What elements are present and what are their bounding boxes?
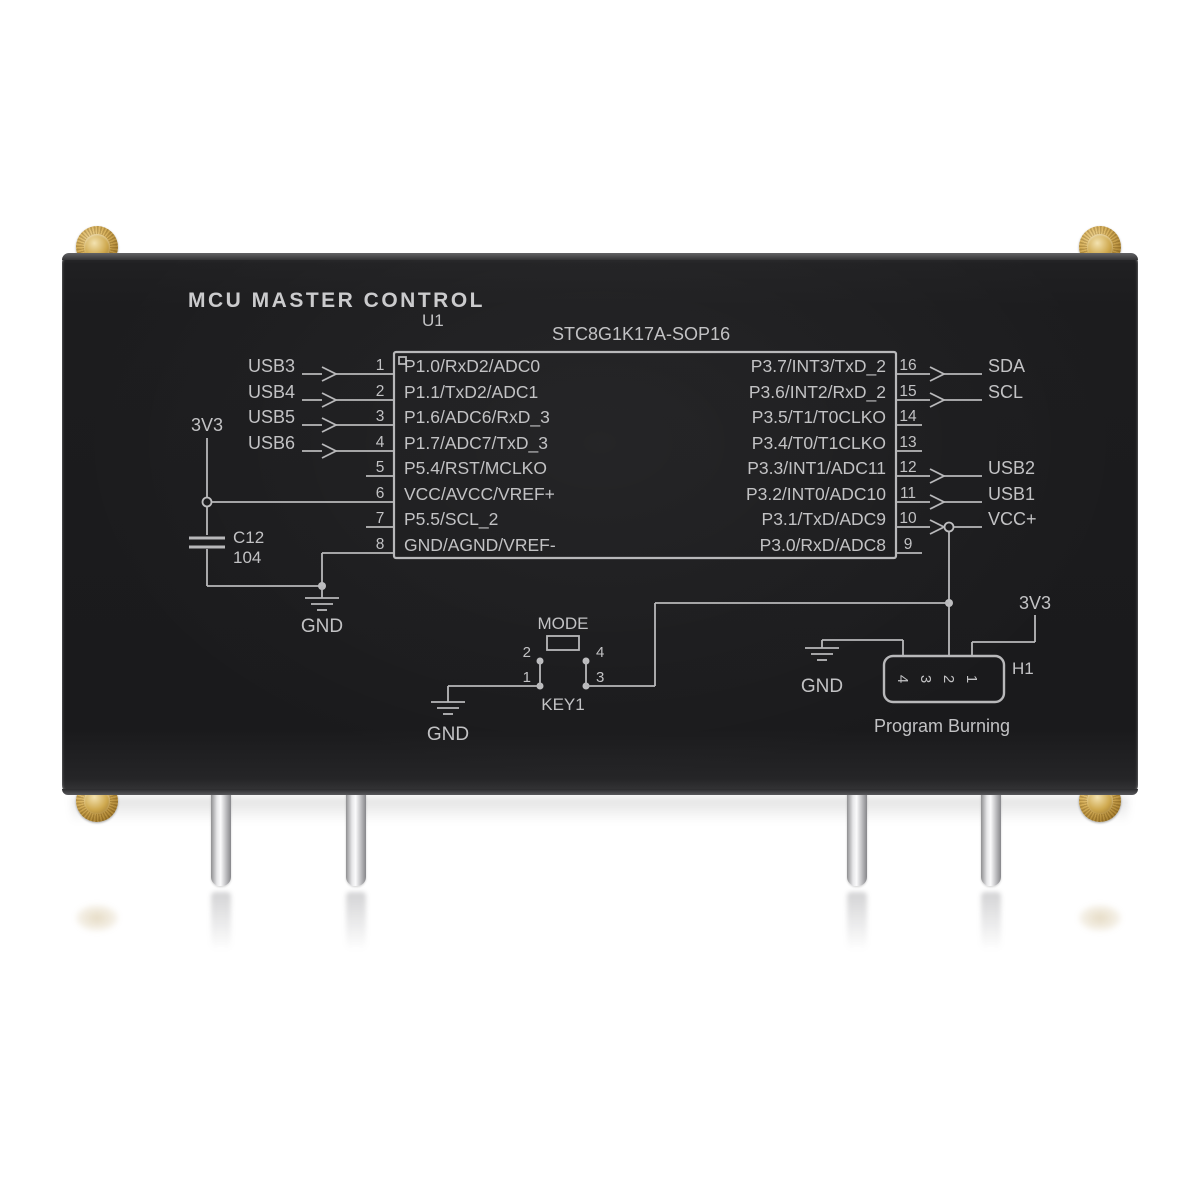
net-label-usb2: USB2 xyxy=(988,458,1035,478)
ic-pin-number: 4 xyxy=(376,434,385,451)
header-traces xyxy=(805,615,1036,704)
pin-reflection xyxy=(847,892,867,950)
right-net-labels: SDA SCL USB2 USB1 VCC+ xyxy=(988,356,1037,529)
screw-top-left xyxy=(76,226,118,268)
ic-pin-number: 5 xyxy=(376,459,385,476)
ic-pin-number: 6 xyxy=(376,485,385,502)
header-pin-4: 4 xyxy=(894,675,911,683)
signal-route xyxy=(654,531,953,686)
board-shadow xyxy=(72,797,1128,823)
ic-right-pin-labels: P3.7/INT3/TxD_2 P3.6/INT2/RxD_2 P3.5/T1/… xyxy=(746,356,886,555)
ic-pin-label: P3.1/TxD/ADC9 xyxy=(762,509,886,529)
module-pin-1 xyxy=(211,790,231,886)
power-cap-branch xyxy=(189,438,394,611)
ic-pin-label: P3.2/INT0/ADC10 xyxy=(746,484,886,504)
ic-left-pin-labels: P1.0/RxD2/ADC0 P1.1/TxD2/ADC1 P1.6/ADC6/… xyxy=(404,356,556,555)
ic-part-number: STC8G1K17A-SOP16 xyxy=(552,324,730,344)
ic-pin-label: P3.6/INT2/RxD_2 xyxy=(749,382,886,403)
ic-pin-number: 2 xyxy=(376,383,385,400)
ic-pin-number: 8 xyxy=(376,536,385,553)
gnd-label-key: GND xyxy=(427,724,469,745)
pin-reflection xyxy=(981,892,1001,950)
header-caption: Program Burning xyxy=(874,716,1010,736)
module-pin-3 xyxy=(847,790,867,886)
ic-pin-number: 12 xyxy=(899,459,916,476)
net-label-usb4: USB4 xyxy=(248,382,295,402)
gnd-label-left: GND xyxy=(301,616,343,637)
ic-pin-label: P1.7/ADC7/TxD_3 xyxy=(404,433,548,454)
net-label-usb6: USB6 xyxy=(248,433,295,453)
ic-pin-label: P3.5/T1/T0CLKO xyxy=(752,407,886,427)
pcb-module-body xyxy=(62,253,1138,795)
ic-pin-label: P3.0/RxD/ADC8 xyxy=(760,535,886,555)
gnd-label-header: GND xyxy=(801,676,843,697)
ic-pin-number: 7 xyxy=(376,510,385,527)
screw-reflection xyxy=(76,905,118,931)
key-refdes: KEY1 xyxy=(541,695,584,714)
ic-pin-number: 15 xyxy=(899,383,916,400)
ic-pin-number: 16 xyxy=(899,357,916,374)
net-label-usb3: USB3 xyxy=(248,356,295,376)
left-traces xyxy=(302,366,394,528)
header-refdes: H1 xyxy=(1012,659,1034,678)
screw-reflection xyxy=(1079,905,1121,931)
ic-pin-label: P1.1/TxD2/ADC1 xyxy=(404,382,538,402)
ic-left-pin-numbers: 1 2 3 4 5 6 7 8 xyxy=(376,357,385,553)
cap-value: 104 xyxy=(233,548,261,567)
net-label-usb1: USB1 xyxy=(988,484,1035,504)
ic-body xyxy=(392,350,898,560)
key-pin-2: 2 xyxy=(523,644,531,661)
ic-pin-label: VCC/AVCC/VREF+ xyxy=(404,484,555,504)
net-label-usb5: USB5 xyxy=(248,407,295,427)
key-pin-4: 4 xyxy=(596,644,604,661)
key-switch-symbol xyxy=(431,635,655,715)
net-label-3v3-left: 3V3 xyxy=(191,415,223,435)
ic-refdes: U1 xyxy=(422,311,444,330)
ic-pin-label: P1.6/ADC6/RxD_3 xyxy=(404,407,550,428)
header-pin-2: 2 xyxy=(940,675,957,683)
ic-pin-label: P3.3/INT1/ADC11 xyxy=(747,458,886,478)
pin-reflection xyxy=(211,892,231,950)
net-label-vcc: VCC+ xyxy=(988,509,1037,529)
board-title: MCU MASTER CONTROL xyxy=(188,289,485,312)
key-pin-3: 3 xyxy=(596,669,604,686)
net-label-scl: SCL xyxy=(988,382,1023,402)
ic-pin-number: 11 xyxy=(900,485,916,502)
ic-pin-label: P3.7/INT3/TxD_2 xyxy=(751,356,886,377)
ic-pin-number: 13 xyxy=(899,434,916,451)
key-pin-1: 1 xyxy=(523,669,531,686)
mode-label: MODE xyxy=(538,614,589,633)
ic-pin-label: P5.4/RST/MCLKO xyxy=(404,458,547,478)
ic-pin-label: P1.0/RxD2/ADC0 xyxy=(404,356,540,376)
usb-net-labels: USB3 USB4 USB5 USB6 xyxy=(248,356,295,453)
right-traces xyxy=(896,366,982,554)
ic-pin-label: P5.5/SCL_2 xyxy=(404,509,498,530)
module-pin-2 xyxy=(346,790,366,886)
ic-pin-number: 9 xyxy=(904,536,913,553)
net-label-sda: SDA xyxy=(988,356,1025,376)
module-pin-4 xyxy=(981,790,1001,886)
ic-pin-number: 3 xyxy=(376,408,385,425)
ic-pin-number: 1 xyxy=(376,357,385,374)
ic-pin-number: 14 xyxy=(899,408,917,425)
net-label-3v3-right: 3V3 xyxy=(1019,593,1051,613)
header-pin-3: 3 xyxy=(917,675,934,683)
ic-pin-label: P3.4/T0/T1CLKO xyxy=(752,433,886,453)
ic-pin-number: 10 xyxy=(899,510,917,527)
header-pin-1: 1 xyxy=(963,675,980,683)
ic-right-pin-numbers: 16 15 14 13 12 11 10 9 xyxy=(899,357,917,553)
pin-reflection xyxy=(346,892,366,950)
ic-pin-label: GND/AGND/VREF- xyxy=(404,535,556,555)
cap-refdes: C12 xyxy=(233,528,264,547)
